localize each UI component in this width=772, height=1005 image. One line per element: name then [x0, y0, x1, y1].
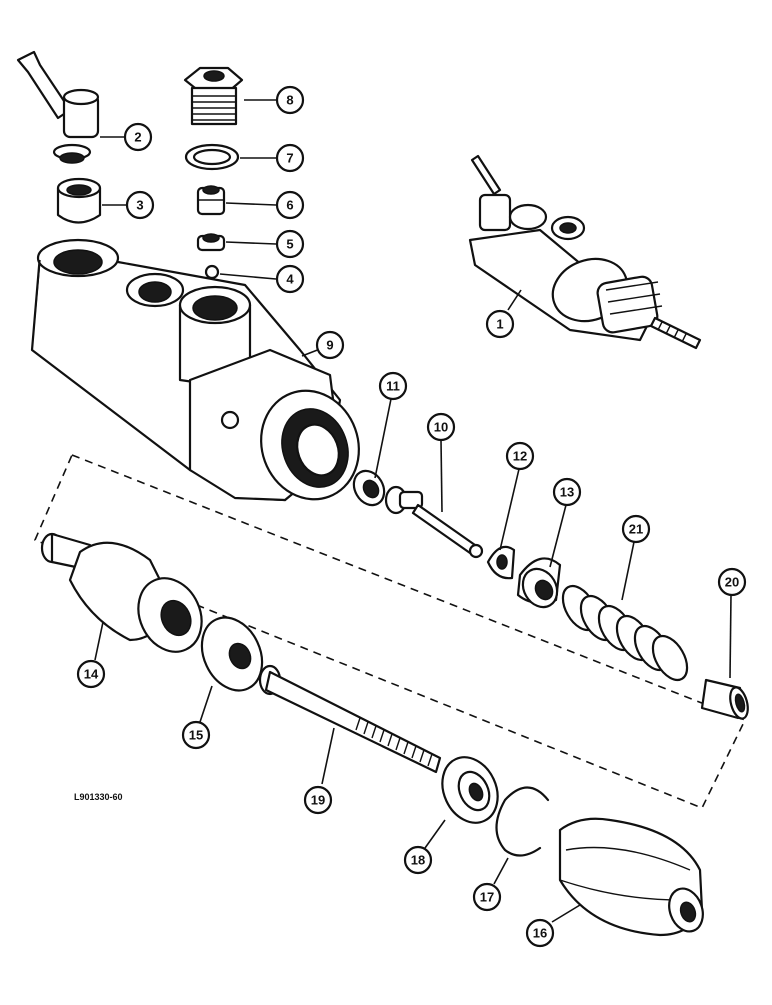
callout-label-14: 14 — [84, 667, 99, 682]
callout-2: 2 — [123, 122, 153, 152]
callout-10: 10 — [426, 412, 456, 442]
callout-label-19: 19 — [311, 793, 325, 808]
callout-label-5: 5 — [286, 237, 293, 252]
callout-label-8: 8 — [286, 93, 293, 108]
callout-label-6: 6 — [286, 198, 293, 213]
callout-4: 4 — [275, 264, 305, 294]
part-12-clip-hole — [496, 554, 508, 570]
part-19-pushrod — [258, 664, 442, 774]
part-5-washer — [196, 233, 226, 252]
part-3-seal — [56, 177, 102, 224]
callout-19: 19 — [303, 785, 333, 815]
callout-16: 16 — [525, 918, 555, 948]
part-7-o-ring-inner — [192, 148, 232, 166]
figure-reference-code: L901330-60 — [74, 792, 123, 802]
callout-14: 14 — [76, 659, 106, 689]
callout-7: 7 — [275, 143, 305, 173]
part-15-cup — [200, 616, 264, 692]
callout-label-4: 4 — [286, 272, 294, 287]
callout-17: 17 — [472, 882, 502, 912]
callout-label-2: 2 — [134, 130, 141, 145]
part-18-seal — [441, 756, 499, 824]
callout-label-1: 1 — [496, 317, 503, 332]
part-4-ball — [204, 264, 220, 280]
callout-15: 15 — [181, 720, 211, 750]
callout-label-9: 9 — [326, 338, 333, 353]
callout-label-10: 10 — [434, 420, 448, 435]
callout-label-12: 12 — [513, 449, 527, 464]
part-6-valve-fitting — [196, 185, 226, 216]
part-11-seal — [352, 469, 386, 507]
part-17-snap-ring — [495, 786, 550, 857]
callout-11: 11 — [378, 371, 408, 401]
part-8-plug — [183, 66, 244, 126]
part-14-piston — [40, 532, 203, 653]
callout-label-7: 7 — [286, 151, 293, 166]
callout-8: 8 — [275, 85, 305, 115]
part-16-boot — [558, 817, 704, 937]
callout-label-18: 18 — [411, 853, 425, 868]
part-10-valve-rod — [384, 485, 484, 559]
part-1-assembly — [468, 154, 702, 350]
part-21-spring — [561, 584, 689, 682]
callout-20: 20 — [717, 567, 747, 597]
callout-label-17: 17 — [480, 890, 494, 905]
callout-label-11: 11 — [386, 379, 400, 394]
callout-1: 1 — [485, 309, 515, 339]
callout-label-15: 15 — [189, 728, 203, 743]
callout-6: 6 — [275, 190, 305, 220]
callout-label-16: 16 — [533, 926, 547, 941]
callout-5: 5 — [275, 229, 305, 259]
part-20-bushing — [700, 678, 749, 720]
callout-13: 13 — [552, 477, 582, 507]
callout-label-13: 13 — [560, 485, 574, 500]
callout-label-21: 21 — [629, 522, 643, 537]
callout-3: 3 — [125, 190, 155, 220]
callout-18: 18 — [403, 845, 433, 875]
leader-lines — [94, 99, 732, 923]
callout-label-20: 20 — [725, 575, 739, 590]
part-13-retainer — [516, 557, 562, 609]
callout-21: 21 — [621, 514, 651, 544]
part-9-cylinder-body — [30, 238, 360, 502]
callout-label-3: 3 — [136, 198, 143, 213]
part-2-hose-fitting — [16, 50, 100, 164]
callout-12: 12 — [505, 441, 535, 471]
dashed-group-outline — [33, 453, 747, 810]
callout-9: 9 — [315, 330, 345, 360]
